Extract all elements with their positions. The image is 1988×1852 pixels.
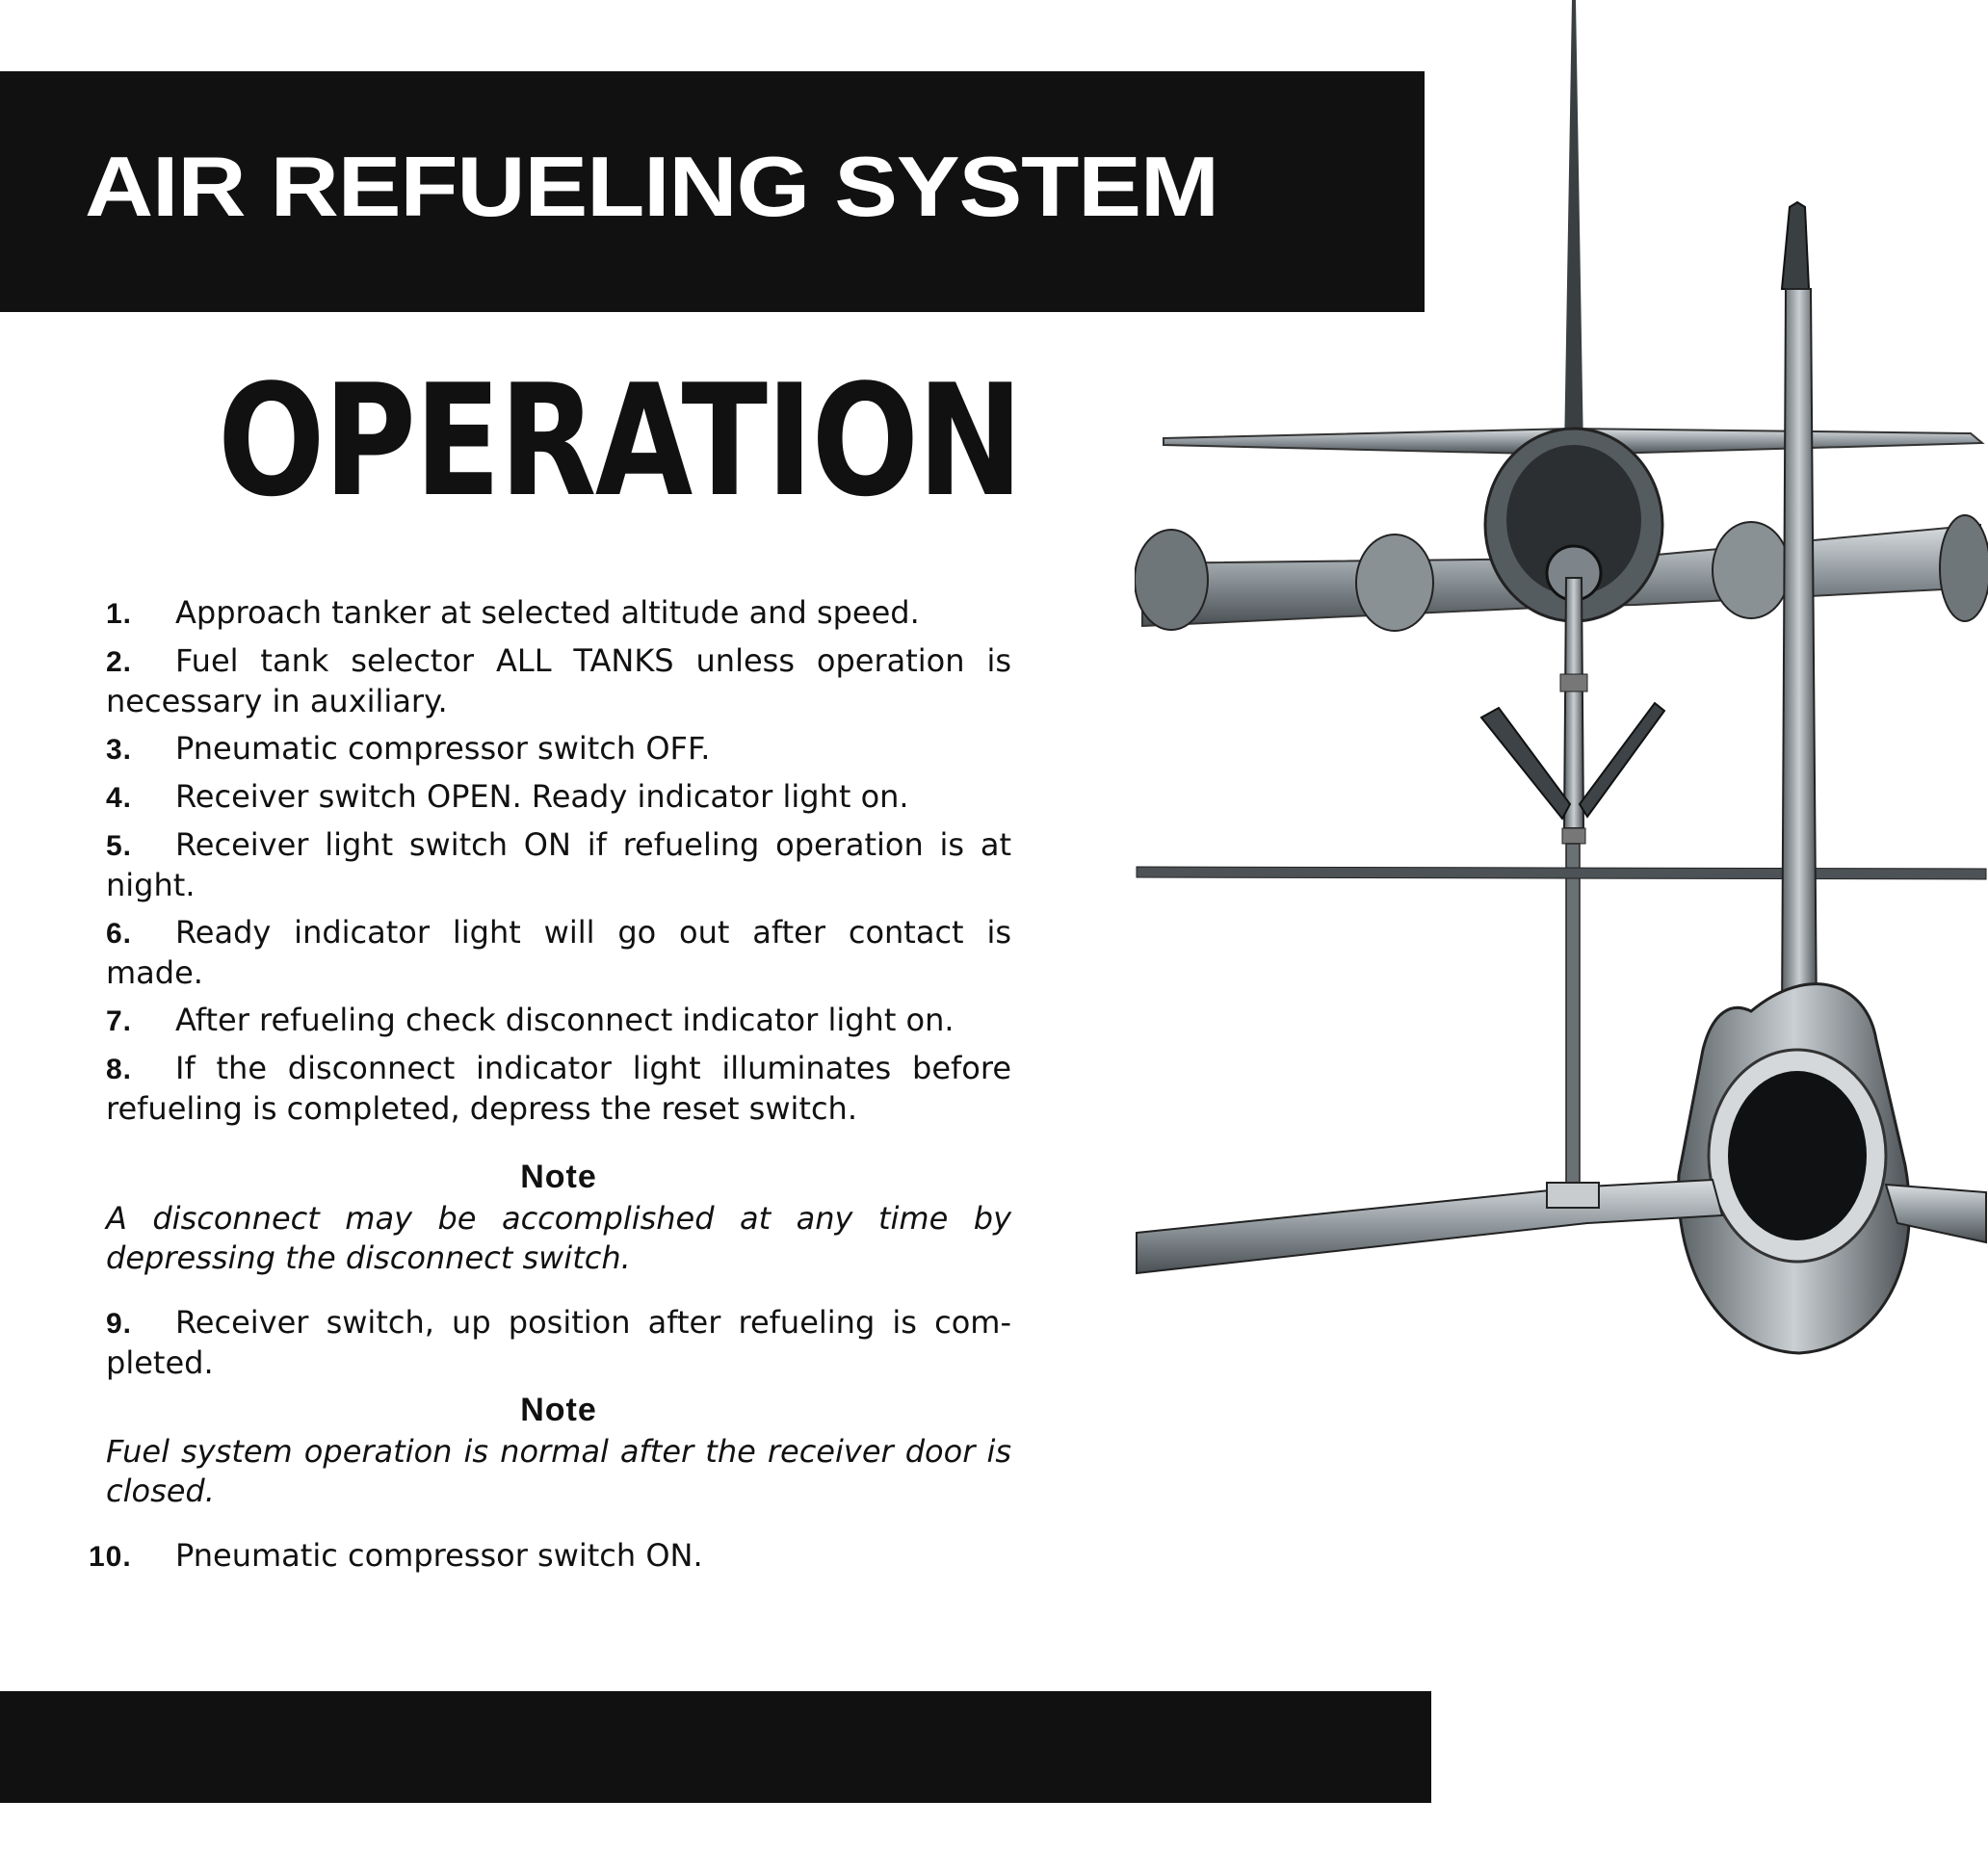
step-text: After refueling check disconnect indicat… [175, 1002, 955, 1038]
step-text: Approach tanker at selected altitude and… [175, 594, 920, 631]
step-text: Pneumatic compressor switch ON. [175, 1537, 703, 1574]
step-number: 7. [106, 1005, 133, 1037]
engine-nacelle [1135, 529, 1209, 631]
list-item: 4. Receiver switch OPEN. Ready indicator … [106, 777, 1011, 818]
receiver-probe [1780, 200, 1811, 290]
list-item: 5.Receiver light switch ON if refueling … [106, 825, 1011, 905]
refueling-boom [1562, 577, 1585, 829]
step-number: 10. [89, 1541, 132, 1573]
list-item: 1. Approach tanker at selected altitude a… [106, 593, 1011, 634]
step-text: Pneumatic compressor switch OFF. [175, 730, 711, 767]
step-number: 2. [106, 646, 133, 678]
note-text: Fuel system operation is normal after th… [106, 1433, 1011, 1509]
step-text: If the disconnect indicator light illumi… [106, 1050, 1011, 1127]
step-number: 1. [106, 598, 133, 630]
note-heading: Note [520, 1392, 597, 1428]
procedure-list: 1. Approach tanker at selected altitude a… [89, 593, 1011, 1584]
section-heading: OPERATION [218, 351, 1023, 531]
list-item: 2.Fuel tank selector ALL TANKS unless op… [106, 641, 1011, 721]
step-number: 9. [106, 1308, 133, 1340]
step-number: 6. [106, 918, 133, 950]
list-item: 8.If the disconnect indicator light illu… [106, 1049, 1011, 1129]
header-band [0, 71, 1425, 312]
step-text: Fuel tank selector ALL TANKS unless oper… [106, 642, 1011, 719]
step-text: Receiver switch OPEN. Ready indicator li… [175, 778, 909, 815]
page-title: AIR REFUELING SYSTEM [85, 139, 1219, 234]
note-block: Note A disconnect may be accomplished at… [106, 1158, 1011, 1278]
step-text: Ready indicator light will go out after … [106, 914, 1011, 991]
step-number: 3. [106, 734, 133, 766]
note-text: A disconnect may be accomplished at any … [106, 1200, 1011, 1276]
footer-band [0, 1691, 1431, 1803]
note-block: Note Fuel system operation is normal aft… [106, 1391, 1011, 1511]
list-item: 10. Pneumatic compressor switch ON. [89, 1536, 1011, 1577]
note-heading: Note [520, 1159, 597, 1195]
step-text: Receiver light switch ON if refueling op… [106, 826, 1011, 903]
boom-ruddevator [1479, 706, 1572, 821]
list-item: 7. After refueling check disconnect indic… [106, 1001, 1011, 1041]
step-text: Receiver switch, up position after refue… [106, 1304, 1011, 1381]
list-item: 3. Pneumatic compressor switch OFF. [106, 729, 1011, 769]
step-number: 5. [106, 830, 133, 862]
aircraft-refueling-illustration [1135, 0, 1988, 1355]
step-number: 4. [106, 782, 133, 814]
list-item: 6.Ready indicator light will go out afte… [106, 913, 1011, 993]
tanker-tail-fin [1564, 0, 1583, 453]
receiver-wing [1136, 1178, 1724, 1275]
step-number: 8. [106, 1054, 133, 1085]
list-item: 9.Receiver switch, up position after ref… [106, 1303, 1011, 1383]
